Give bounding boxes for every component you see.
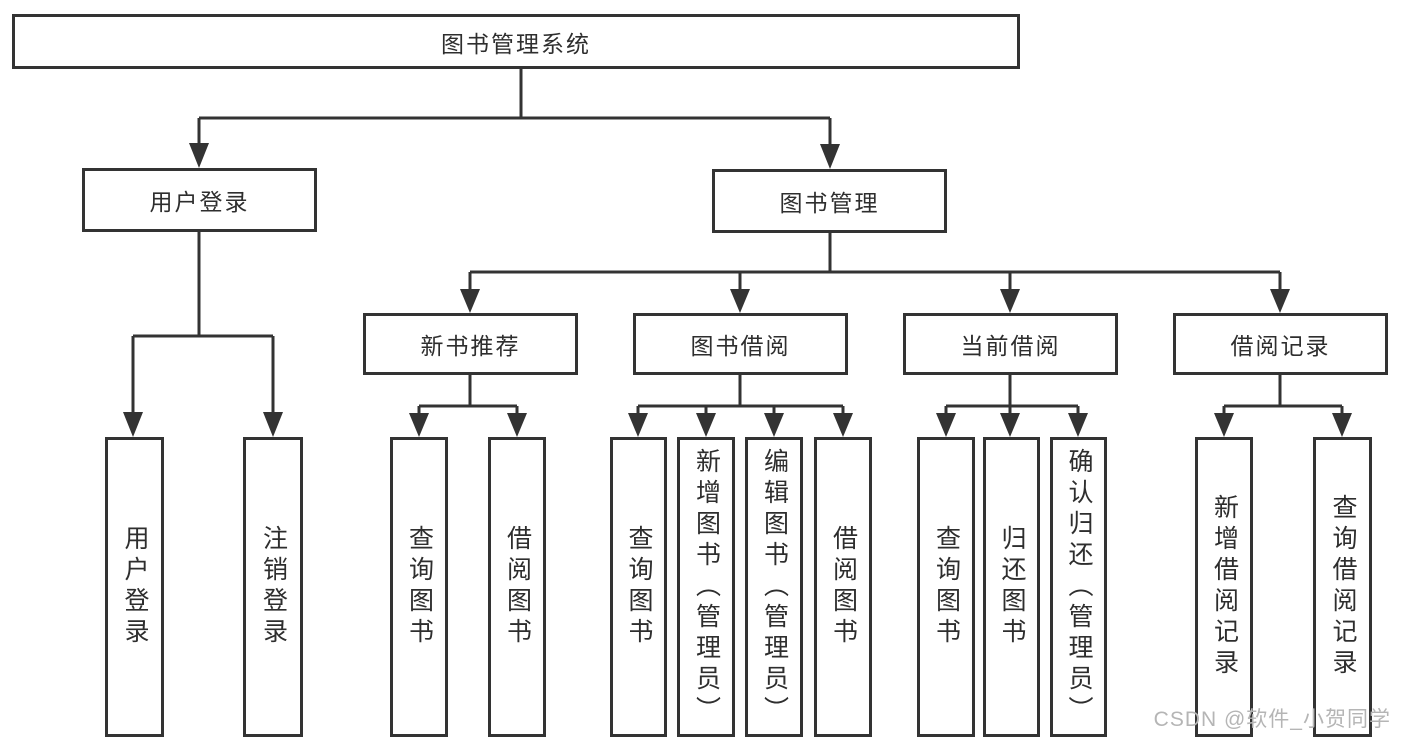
arrow-down-icon [1270,289,1290,313]
node-user-login: 用户登录 [82,168,317,232]
leaf-borrow-borrow-books: 借阅图书 [814,437,872,737]
arrow-down-icon [833,413,853,437]
leaf-recommend-query-books-label: 查询图书 [405,525,434,649]
leaf-current-confirm-return-admin: 确认归还（管理员） [1050,437,1107,737]
node-new-book-recommend: 新书推荐 [363,313,578,375]
arrow-down-icon [189,143,209,168]
leaf-record-add-borrow-record-label: 新增借阅记录 [1210,494,1239,680]
leaf-borrow-query-books-label: 查询图书 [625,525,653,649]
leaf-current-return-books-label: 归还图书 [998,525,1026,649]
leaf-borrow-query-books: 查询图书 [610,437,667,737]
arrowheads [123,143,1352,437]
watermark-text: CSDN @软件_小贺同学 [1153,708,1391,731]
leaf-recommend-query-books: 查询图书 [390,437,448,737]
node-system-root-label: 图书管理系统 [441,30,591,57]
leaf-current-return-books: 归还图书 [983,437,1040,737]
leaf-user-login: 用户登录 [105,437,164,737]
arrow-down-icon [1000,289,1020,313]
leaf-borrow-borrow-books-label: 借阅图书 [829,525,858,649]
leaf-current-query-books: 查询图书 [917,437,975,737]
node-current-borrowing: 当前借阅 [903,313,1118,375]
leaf-record-query-borrow-record: 查询借阅记录 [1313,437,1372,737]
arrow-down-icon [1332,413,1352,437]
arrow-down-icon [1068,413,1088,437]
leaf-record-add-borrow-record: 新增借阅记录 [1195,437,1253,737]
arrow-down-icon [936,413,956,437]
leaf-recommend-borrow-books: 借阅图书 [488,437,546,737]
node-user-login-label: 用户登录 [149,189,250,215]
arrow-down-icon [123,412,143,437]
leaf-current-confirm-return-admin-label: 确认归还（管理员） [1065,447,1093,727]
leaf-logout: 注销登录 [243,437,303,737]
arrow-down-icon [1214,413,1234,437]
node-new-book-recommend-label: 新书推荐 [420,333,521,359]
arrow-down-icon [409,413,429,437]
arrow-down-icon [628,413,648,437]
leaf-borrow-edit-books-admin: 编辑图书（管理员） [745,437,803,737]
node-book-borrowing: 图书借阅 [633,313,848,375]
arrow-down-icon [460,289,480,313]
arrow-down-icon [507,413,527,437]
arrow-down-icon [696,413,716,437]
node-current-borrowing-label: 当前借阅 [960,333,1061,359]
node-book-management-label: 图书管理 [779,190,880,216]
node-system-root: 图书管理系统 [12,14,1020,69]
node-book-borrowing-label: 图书借阅 [690,333,791,359]
leaf-logout-label: 注销登录 [259,525,288,649]
node-borrowing-records: 借阅记录 [1173,313,1388,375]
node-borrowing-records-label: 借阅记录 [1230,333,1331,359]
arrow-down-icon [730,289,750,313]
leaf-user-login-label: 用户登录 [121,525,149,649]
leaf-borrow-add-books-admin-label: 新增图书（管理员） [692,447,721,727]
arrow-down-icon [1000,413,1020,437]
leaf-current-query-books-label: 查询图书 [932,525,961,649]
leaf-borrow-edit-books-admin-label: 编辑图书（管理员） [760,447,789,727]
node-book-management: 图书管理 [712,169,947,233]
leaf-record-query-borrow-record-label: 查询借阅记录 [1329,494,1357,680]
arrow-down-icon [764,413,784,437]
leaf-recommend-borrow-books-label: 借阅图书 [503,525,532,649]
connector-paths [131,68,1344,416]
leaf-borrow-add-books-admin: 新增图书（管理员） [677,437,735,737]
arrow-down-icon [263,412,283,437]
arrow-down-icon [820,144,840,169]
